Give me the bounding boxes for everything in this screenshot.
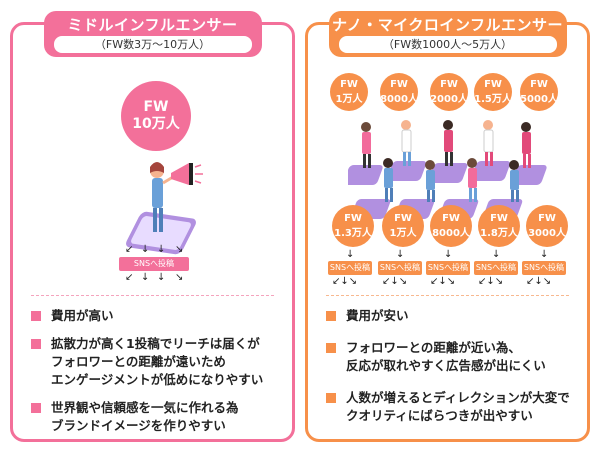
nano-micro-influencer-bullets: 費用が安い フォロワーとの距離が近い為、 反応が取れやすく広告感が出にくい 人数… (326, 307, 577, 435)
arrow-down-icon: ↓ (141, 244, 150, 255)
bullet-square-icon (31, 339, 41, 349)
nano-micro-influencer-subtitle: （FW数1000人〜5万人） (338, 36, 557, 53)
arrow-down-left-icon: ↙↓↘ (478, 276, 504, 287)
sns-post-label: SNSへ投稿 (522, 261, 566, 275)
arrow-down-icon: ↓ (141, 272, 150, 283)
arrow-down-left-icon: ↙ (125, 272, 134, 283)
bullet-square-icon (31, 311, 41, 321)
sns-post-label: SNSへ投稿 (328, 261, 372, 275)
section-divider (31, 295, 274, 296)
arrow-down-left-icon: ↙↓↘ (526, 276, 552, 287)
bullet-item: 費用が高い (31, 307, 282, 325)
sns-post-label: SNSへ投稿 (426, 261, 470, 275)
bullet-item: 人数が増えるとディレクションが大変で クオリティにばらつきが出やすい (326, 389, 577, 425)
middle-influencer-title: ミドルインフルエンサー (67, 16, 238, 34)
arrow-down-right-icon: ↘ (175, 244, 184, 255)
bullet-square-icon (326, 393, 336, 403)
bullet-item: フォロワーとの距離が近い為、 反応が取れやすく広告感が出にくい (326, 339, 577, 375)
arrow-down-right-icon: ↘ (175, 272, 184, 283)
arrow-down-left-icon: ↙↓↘ (430, 276, 456, 287)
middle-influencer-header: ミドルインフルエンサー （FW数3万〜10万人） (43, 11, 262, 57)
follower-count-bubble: FW 10万人 (121, 81, 191, 151)
sns-post-label: SNSへ投稿 (474, 261, 518, 275)
arrow-down-icon: ↓ (346, 249, 355, 260)
arrow-down-icon: ↓ (157, 244, 166, 255)
middle-influencer-subtitle: （FW数3万〜10万人） (53, 36, 252, 53)
bullet-square-icon (326, 311, 336, 321)
arrow-down-icon: ↓ (492, 249, 501, 260)
nano-micro-influencer-title: ナノ・マイクロインフルエンサー (331, 16, 563, 34)
bullet-item: 費用が安い (326, 307, 577, 325)
arrow-down-left-icon: ↙↓↘ (382, 276, 408, 287)
section-divider (326, 295, 569, 296)
sns-post-label: SNSへ投稿 (378, 261, 422, 275)
arrow-down-left-icon: ↙↓↘ (332, 276, 358, 287)
arrow-down-icon: ↓ (444, 249, 453, 260)
sns-post-label: SNSへ投稿 (119, 257, 189, 271)
influencer-with-megaphone-illustration (150, 162, 203, 232)
bullet-item: 拡散力が高く1投稿でリーチは届くが フォロワーとの距離が遠いため エンゲージメン… (31, 335, 282, 389)
nano-micro-influencer-header: ナノ・マイクロインフルエンサー （FW数1000人〜5万人） (328, 11, 567, 57)
bullet-square-icon (31, 403, 41, 413)
arrow-down-icon: ↓ (157, 272, 166, 283)
arrow-down-left-icon: ↙ (125, 244, 134, 255)
bullet-square-icon (326, 343, 336, 353)
bullet-item: 世界観や信頼感を一気に作れる為 ブランドイメージを作りやすい (31, 399, 282, 435)
middle-influencer-card: ミドルインフルエンサー （FW数3万〜10万人） FW 10万人 SNSへ投稿 … (10, 11, 295, 445)
arrow-down-icon: ↓ (540, 249, 549, 260)
arrow-down-icon: ↓ (396, 249, 405, 260)
middle-influencer-bullets: 費用が高い 拡散力が高く1投稿でリーチは届くが フォロワーとの距離が遠いため エ… (31, 307, 282, 445)
